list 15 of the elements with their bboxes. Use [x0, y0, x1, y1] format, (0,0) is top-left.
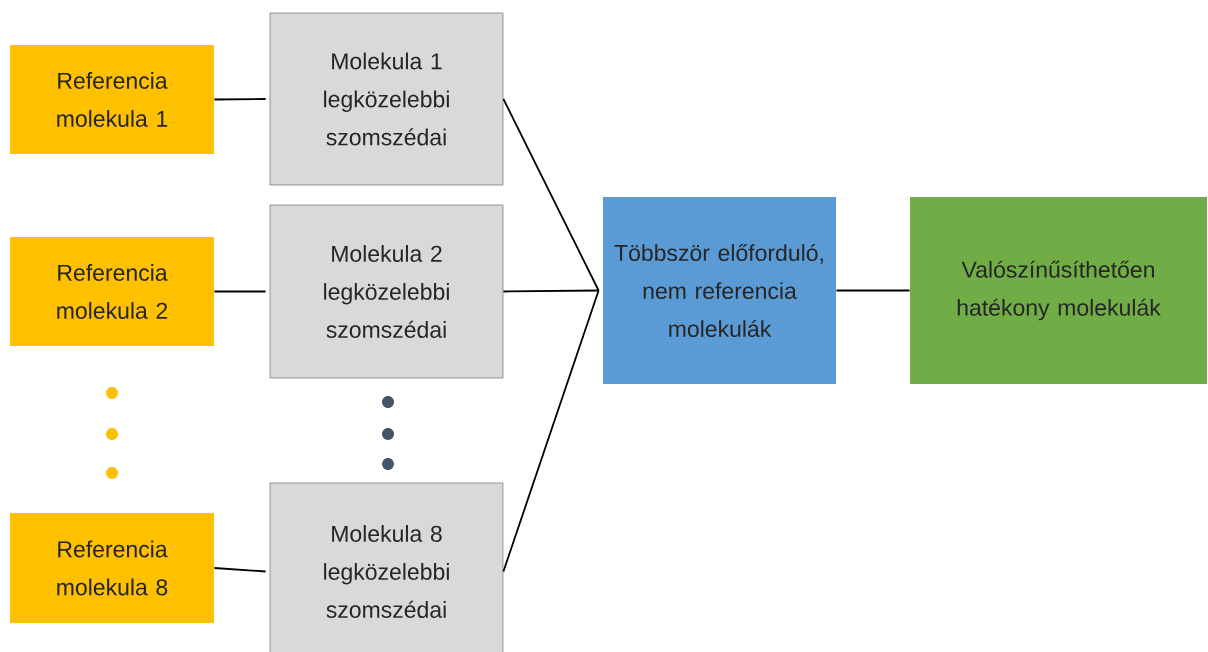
connector-line	[835, 289, 911, 292]
reference-box: Referencia molekula 2	[10, 237, 214, 346]
result-box: Valószínűsíthetően hatékony molekulák	[910, 197, 1207, 384]
reference-box: Referencia molekula 8	[10, 513, 214, 623]
connector-line	[213, 567, 267, 573]
connector-line	[502, 289, 600, 573]
reference-box: Referencia molekula 1	[10, 45, 214, 154]
neighbors-box: Molekula 1 legközelebbi szomszédai	[269, 12, 504, 186]
neighbors-box: Molekula 2 legközelebbi szomszédai	[269, 204, 504, 379]
neighbors-box: Molekula 8 legközelebbi szomszédai	[269, 482, 504, 652]
connector-line	[213, 98, 267, 101]
connector-line	[213, 290, 267, 293]
result-box: Többször előforduló, nem referencia molekulák	[603, 197, 836, 384]
connector-line	[502, 289, 600, 293]
connector-line	[502, 98, 600, 292]
